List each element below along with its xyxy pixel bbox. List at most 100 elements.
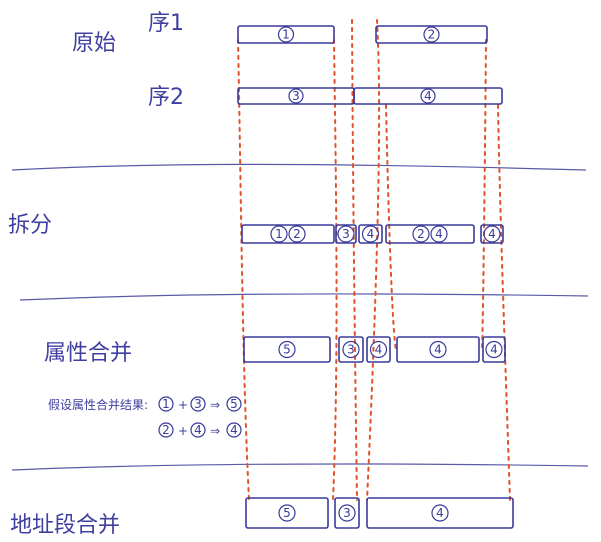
segment: 3 [338, 336, 364, 363]
segment-box [396, 336, 480, 363]
equation-result: 5 [230, 397, 238, 411]
segment-circle [278, 504, 296, 522]
circled-number [158, 396, 174, 412]
row-merge-attr: 5 3 4 4 4 [243, 336, 506, 363]
segment-circle [369, 340, 388, 359]
circled-number [226, 422, 242, 438]
assumption-note: 假设属性合并结果: 1 + 3 ⇒ 5 2 + 4 ⇒ 4 [48, 396, 242, 438]
segment-circle [288, 88, 304, 104]
segment: 3 [334, 497, 360, 529]
segment: 1 [237, 25, 335, 44]
label-merge-adjacent: 地址段合并 [10, 513, 120, 538]
segment: 4 [353, 87, 503, 105]
segment-circle [278, 340, 296, 359]
equation-term: 4 [194, 423, 202, 437]
segment-label: 4 [488, 227, 496, 241]
segment-circle [342, 340, 360, 359]
segment-box [334, 497, 360, 529]
segment: 4 [366, 336, 391, 363]
equation-arrow: ⇒ [210, 424, 220, 438]
segment-box [385, 224, 475, 244]
circled-number [190, 422, 206, 438]
segment-label: 3 [292, 89, 300, 103]
equation-1: 1 + 3 ⇒ 5 [158, 396, 242, 412]
segment-label: 3 [343, 506, 351, 520]
segment: 4 [480, 224, 504, 244]
segment: 5 [245, 497, 329, 529]
label-split: 拆分 [8, 213, 52, 238]
segment-label: 2 [428, 28, 436, 42]
segment-label: 4 [436, 506, 444, 520]
segment-circle [429, 340, 447, 359]
segment: 3 [335, 224, 357, 244]
segment-box [245, 497, 329, 529]
segment-box [237, 25, 335, 44]
segment-label: 4 [375, 343, 383, 357]
segment-circle [483, 225, 501, 243]
equation-term: 3 [194, 397, 202, 411]
circled-number [190, 396, 206, 412]
segment-label: 4 [434, 343, 442, 357]
divider-line [19, 293, 589, 301]
equation-term: 1 [162, 397, 170, 411]
segment-circle [412, 225, 430, 243]
circled-number [158, 422, 174, 438]
label-merge-attr: 属性合并 [44, 341, 132, 366]
segment-circle [423, 26, 440, 43]
segment: 4 [482, 336, 506, 363]
equation-term: 2 [162, 423, 170, 437]
segment-circle [420, 88, 436, 104]
segment-box [375, 25, 488, 44]
circled-number [226, 396, 242, 412]
segment-circle [338, 504, 356, 522]
equation-op: + [178, 398, 188, 412]
segment-circle [270, 225, 288, 243]
label-seq1: 序1 [148, 11, 184, 36]
equation-2: 2 + 4 ⇒ 4 [158, 422, 242, 438]
segment-label: 4 [424, 89, 432, 103]
segment-label: 4 [367, 227, 375, 241]
segment-circle [277, 26, 295, 43]
segment-label: 2 [293, 227, 301, 241]
equation-arrow: ⇒ [210, 398, 220, 412]
equation-result: 4 [230, 423, 238, 437]
segment-circle [361, 225, 380, 243]
segment-label: 3 [342, 227, 350, 241]
divider-line [11, 163, 587, 171]
segment-circle [430, 225, 448, 243]
guide-lines [237, 19, 511, 501]
segment-box [338, 336, 364, 363]
segment: 4 [366, 497, 514, 529]
segment-box [366, 336, 391, 363]
segment-circle [337, 225, 355, 243]
segment-box [353, 87, 503, 105]
segment-label: 5 [283, 506, 291, 520]
equation-op: + [178, 424, 188, 438]
row-merge-adjacent: 5 3 4 [245, 497, 514, 529]
segment-circle [431, 504, 449, 522]
segment-box [480, 224, 504, 244]
segment-box [241, 224, 335, 244]
note-assume: 假设属性合并结果: [48, 397, 148, 412]
label-seq2: 序2 [148, 85, 184, 110]
divider-line [11, 463, 589, 471]
label-original: 原始 [72, 31, 116, 56]
segment-box [358, 224, 383, 244]
segment-box [366, 497, 514, 529]
segment-label: 3 [347, 343, 355, 357]
segment: 5 [243, 336, 331, 363]
segment: 4 [358, 224, 383, 244]
segment-circle [288, 225, 306, 243]
segment-box [482, 336, 506, 363]
segment-label: 5 [283, 343, 291, 357]
segment: 3 [237, 87, 355, 105]
segment-circle [485, 340, 503, 359]
segment-box [335, 224, 357, 244]
segment: 2 [375, 25, 488, 44]
